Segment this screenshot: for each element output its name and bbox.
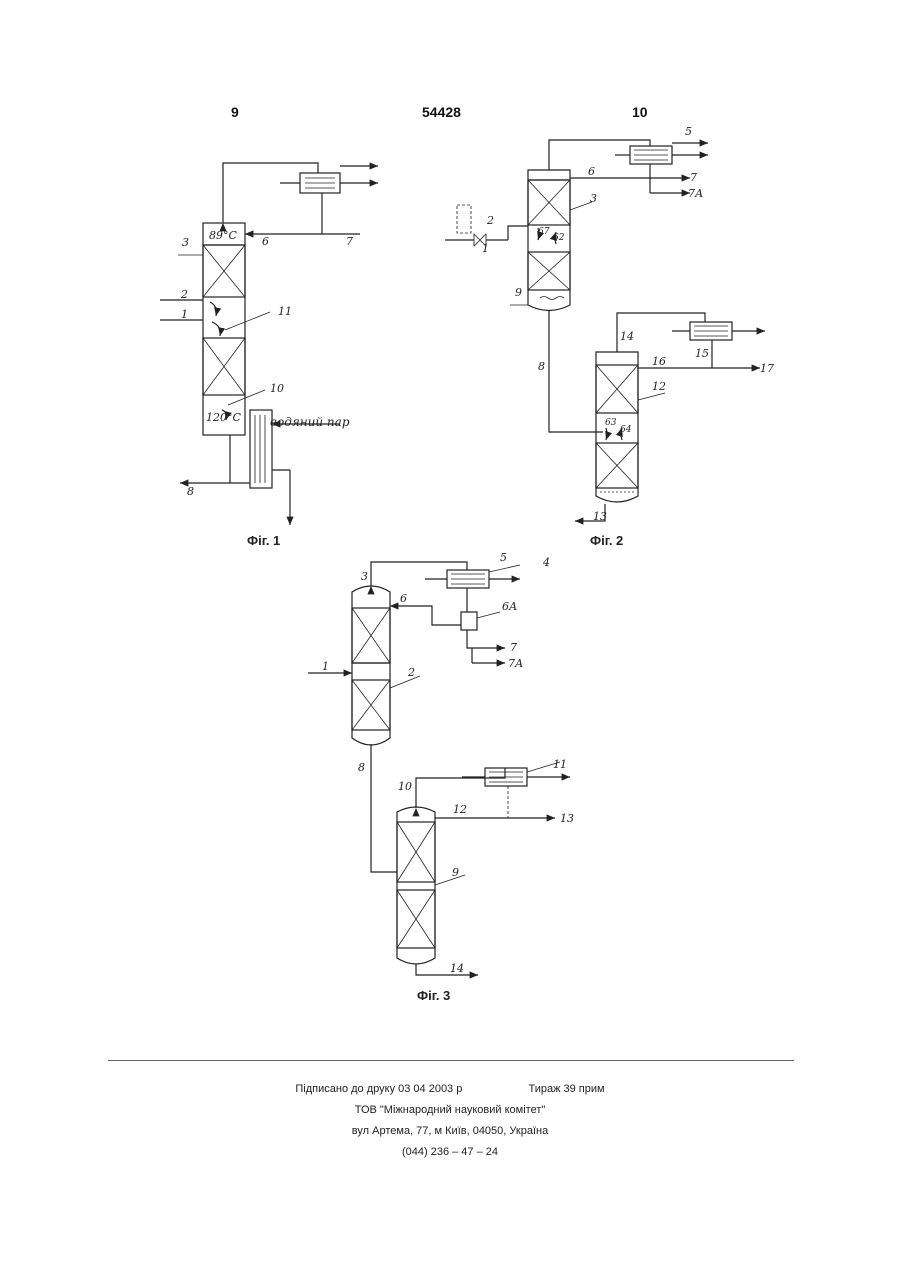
fig2-label-7: 7 xyxy=(690,171,697,184)
fig2-caption: Фіг. 2 xyxy=(590,533,623,548)
fig3-label-5: 5 xyxy=(500,551,507,564)
fig2-label-8: 8 xyxy=(538,360,545,373)
fig2-label-9: 9 xyxy=(515,286,522,299)
fig2-label-7a: 7А xyxy=(688,187,703,200)
fig2-label-64: 64 xyxy=(620,425,632,435)
fig1-label-8: 8 xyxy=(187,485,194,498)
fig3-label-7a: 7А xyxy=(508,657,523,670)
fig1-temp-bottom: 120°C xyxy=(206,411,241,424)
fig3-label-4: 4 xyxy=(542,556,550,569)
fig3-label-7: 7 xyxy=(510,641,517,654)
fig3-label-13: 13 xyxy=(560,812,574,825)
fig1-reboiler xyxy=(250,410,272,488)
footer-signed: Підписано до друку 03 04 2003 р xyxy=(295,1083,462,1095)
fig3-label-6a: 6А xyxy=(502,600,517,613)
fig1-label-1: 1 xyxy=(181,308,188,321)
figure-1: 89°C 120°C водяний пар 3 2 1 11 10 6 7 8… xyxy=(160,163,378,548)
figure-2: 5 6 7 7А 3 2 1 67 62 9 8 14 15 16 17 12 … xyxy=(445,125,774,548)
fig3-label-2: 2 xyxy=(407,666,415,679)
process-flow-diagrams: 89°C 120°C водяний пар 3 2 1 11 10 6 7 8… xyxy=(0,0,900,1060)
footer-phone: (044) 236 – 47 – 24 xyxy=(0,1146,900,1158)
fig3-column-1 xyxy=(352,586,390,745)
fig1-steam-label: водяний пар xyxy=(270,415,350,429)
fig1-column xyxy=(203,223,245,435)
footer-divider xyxy=(108,1060,794,1061)
fig3-separator xyxy=(461,612,477,630)
fig2-label-17: 17 xyxy=(760,362,774,375)
fig3-caption: Фіг. 3 xyxy=(417,988,450,1003)
fig2-label-16: 16 xyxy=(652,355,666,368)
footer-address: вул Артема, 77, м Київ, 04050, Україна xyxy=(0,1125,900,1137)
fig2-label-13: 13 xyxy=(593,510,607,523)
fig3-label-9: 9 xyxy=(452,866,459,879)
fig1-temp-top: 89°C xyxy=(209,229,237,242)
fig2-label-1: 1 xyxy=(482,242,489,255)
fig1-label-10: 10 xyxy=(270,382,284,395)
footer-circulation: Тираж 39 прим xyxy=(528,1083,604,1095)
fig3-label-1: 1 xyxy=(322,660,329,673)
fig2-label-62: 62 xyxy=(553,233,565,243)
fig3-label-6: 6 xyxy=(400,592,407,605)
fig1-label-3: 3 xyxy=(182,236,189,249)
fig2-label-14: 14 xyxy=(620,330,634,343)
fig2-label-3: 3 xyxy=(590,192,597,205)
fig2-label-15: 15 xyxy=(695,347,709,360)
fig3-label-14: 14 xyxy=(450,962,464,975)
fig3-label-3: 3 xyxy=(361,570,368,583)
fig1-label-11: 11 xyxy=(278,305,292,318)
fig3-label-11: 11 xyxy=(553,758,567,771)
fig1-label-6: 6 xyxy=(262,235,269,248)
fig2-label-12: 12 xyxy=(652,380,666,393)
fig3-label-12: 12 xyxy=(453,803,467,816)
fig1-caption: Фіг. 1 xyxy=(247,533,280,548)
fig2-label-6: 6 xyxy=(588,165,595,178)
figure-3: 3 5 4 6 6А 7 7А 1 2 8 10 11 12 13 9 14 Ф… xyxy=(308,551,574,1003)
fig2-column-lower xyxy=(596,352,638,502)
fig2-label-63: 63 xyxy=(605,418,617,428)
footer-publisher: ТОВ "Міжнародний науковий комітет" xyxy=(0,1104,900,1116)
footer-line-1: Підписано до друку 03 04 2003 р Тираж 39… xyxy=(0,1083,900,1095)
fig2-label-2: 2 xyxy=(486,214,494,227)
fig2-label-5: 5 xyxy=(685,125,692,138)
fig2-label-67: 67 xyxy=(538,227,550,237)
fig1-label-7: 7 xyxy=(346,235,353,248)
fig3-label-10: 10 xyxy=(398,780,412,793)
fig3-label-8: 8 xyxy=(358,761,365,774)
fig1-label-2: 2 xyxy=(180,288,188,301)
